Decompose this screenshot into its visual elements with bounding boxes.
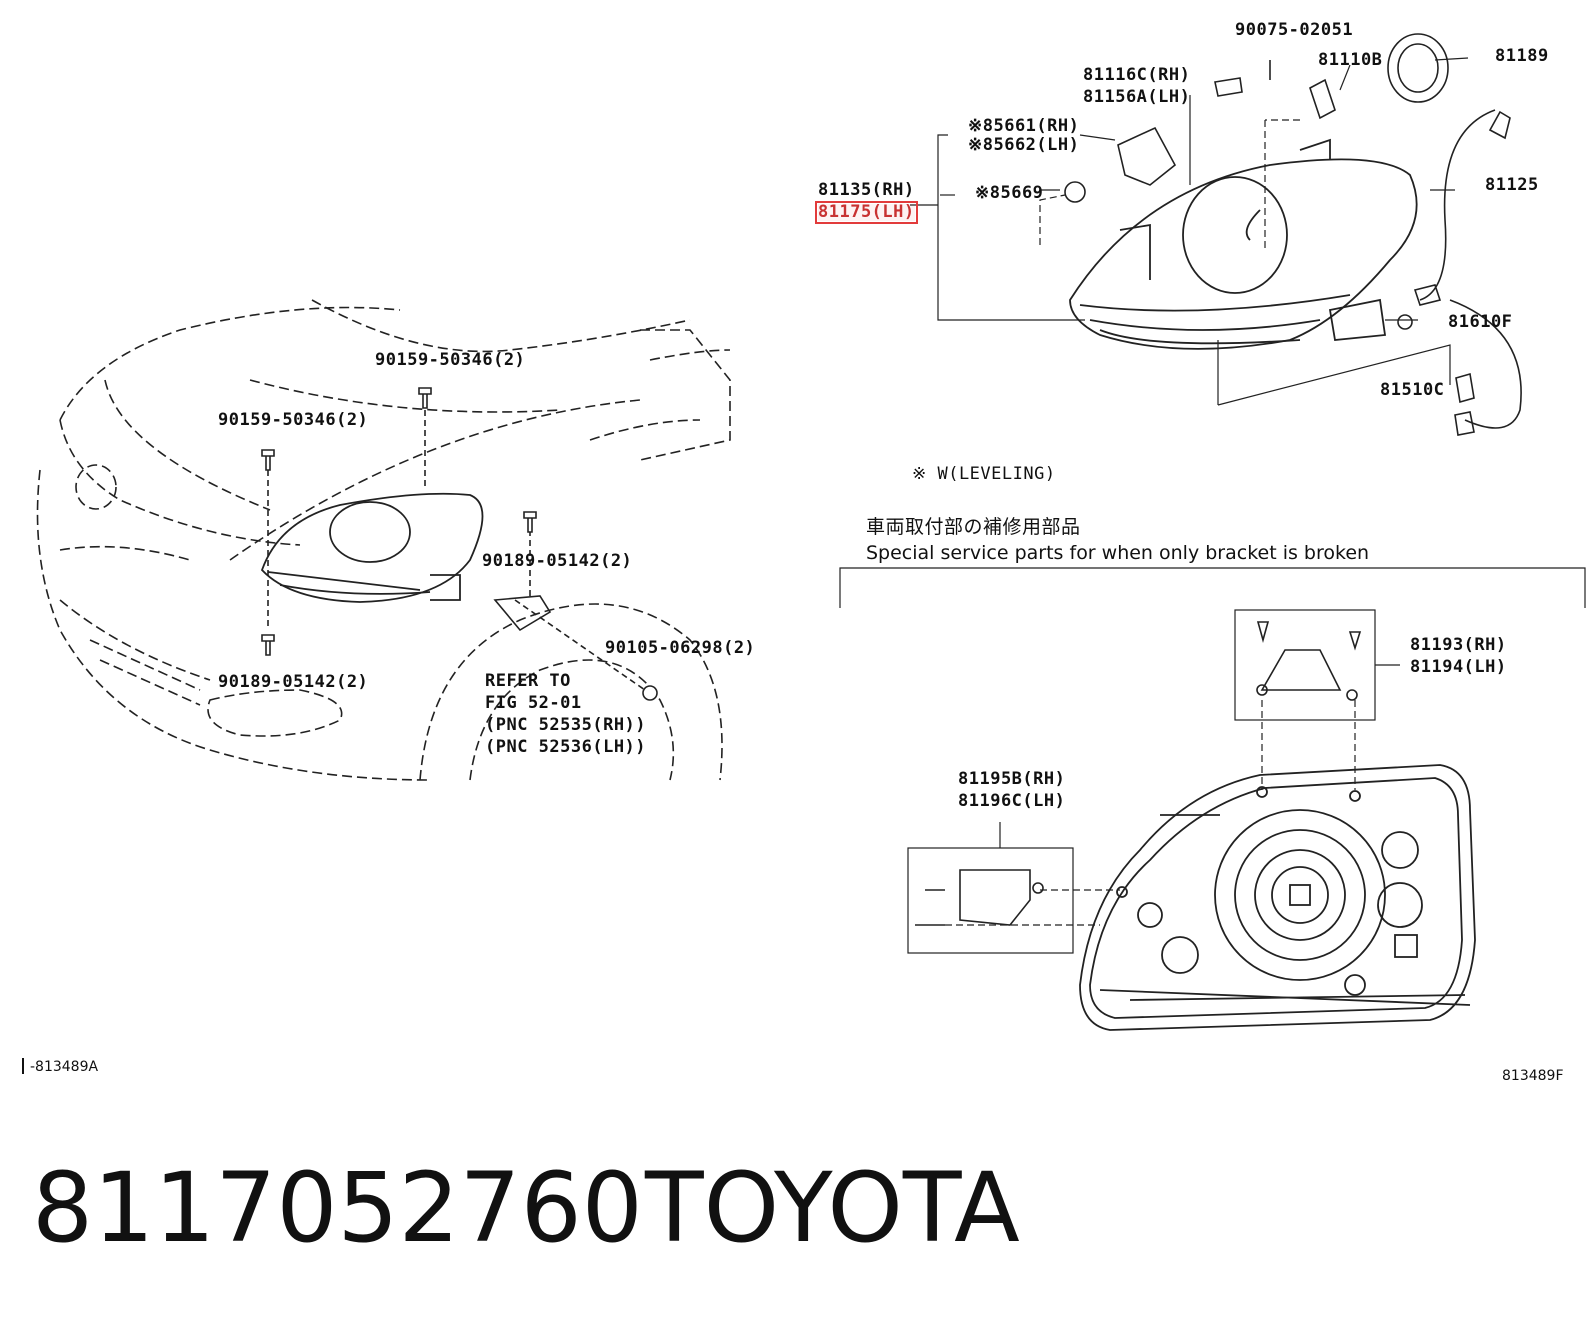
part-number: 8117052760 — [32, 1152, 643, 1264]
callout-81196[interactable]: 81196C(LH) — [958, 791, 1066, 811]
headlamp-small — [260, 492, 484, 603]
car-front-illustration — [36, 299, 731, 781]
callout-81135[interactable]: 81135(RH) — [818, 180, 915, 200]
small-parts — [1064, 33, 1522, 436]
callout-90075[interactable]: 90075-02051 — [1235, 20, 1354, 40]
figure-code-left: -813489A — [22, 1058, 98, 1075]
callout-90159-left[interactable]: 90159-50346(2) — [218, 410, 369, 430]
left-fasteners — [261, 387, 658, 701]
top-right-dashed — [1039, 119, 1300, 250]
callout-81125[interactable]: 81125 — [1485, 175, 1539, 195]
left-leader-lines — [267, 400, 646, 691]
refer-line-3: (PNC 52535(RH)) — [485, 715, 647, 735]
callout-90189-right[interactable]: 90189-05142(2) — [482, 551, 633, 571]
callout-85662[interactable]: ※85662(LH) — [968, 135, 1080, 155]
headlamp-rear-view — [1079, 764, 1476, 1031]
bottom-dashed — [945, 700, 1356, 926]
refer-line-1: REFER TO — [485, 671, 571, 691]
callout-81510[interactable]: 81510C — [1380, 380, 1445, 400]
callout-81110[interactable]: 81110B — [1318, 50, 1383, 70]
callout-90105[interactable]: 90105-06298(2) — [605, 638, 756, 658]
callout-85669[interactable]: ※85669 — [975, 183, 1044, 203]
section-heading-jp: 車両取付部の補修用部品 — [866, 516, 1081, 538]
callout-90159-top[interactable]: 90159-50346(2) — [375, 350, 526, 370]
callout-90189-bottom[interactable]: 90189-05142(2) — [218, 672, 369, 692]
callout-81189[interactable]: 81189 — [1495, 46, 1549, 66]
callout-81194[interactable]: 81194(LH) — [1410, 657, 1507, 677]
callout-81175-highlighted[interactable]: 81175(LH) — [815, 201, 918, 224]
headlamp-exploded — [1069, 138, 1418, 350]
section-heading-en: Special service parts for when only brac… — [866, 542, 1370, 564]
section-bracket-lines — [839, 567, 1586, 954]
bracket-left — [493, 595, 552, 632]
top-right-leader-lines — [910, 57, 1469, 406]
callout-81193[interactable]: 81193(RH) — [1410, 635, 1507, 655]
figure-code-right: 813489F — [1502, 1068, 1564, 1084]
brand-name: TOYOTA — [645, 1152, 1020, 1264]
refer-line-4: (PNC 52536(LH)) — [485, 737, 647, 757]
figure-code-left-text: -813489A — [30, 1059, 99, 1075]
callout-81610[interactable]: 81610F — [1448, 312, 1513, 332]
callout-81116[interactable]: 81116C(RH) — [1083, 65, 1191, 85]
refer-line-2: FIG 52-01 — [485, 693, 582, 713]
callout-81156[interactable]: 81156A(LH) — [1083, 87, 1191, 107]
bracket-parts — [915, 621, 1362, 926]
callout-85661[interactable]: ※85661(RH) — [968, 116, 1080, 136]
leveling-note: ※ W(LEVELING) — [912, 464, 1056, 484]
callout-81195[interactable]: 81195B(RH) — [958, 769, 1066, 789]
